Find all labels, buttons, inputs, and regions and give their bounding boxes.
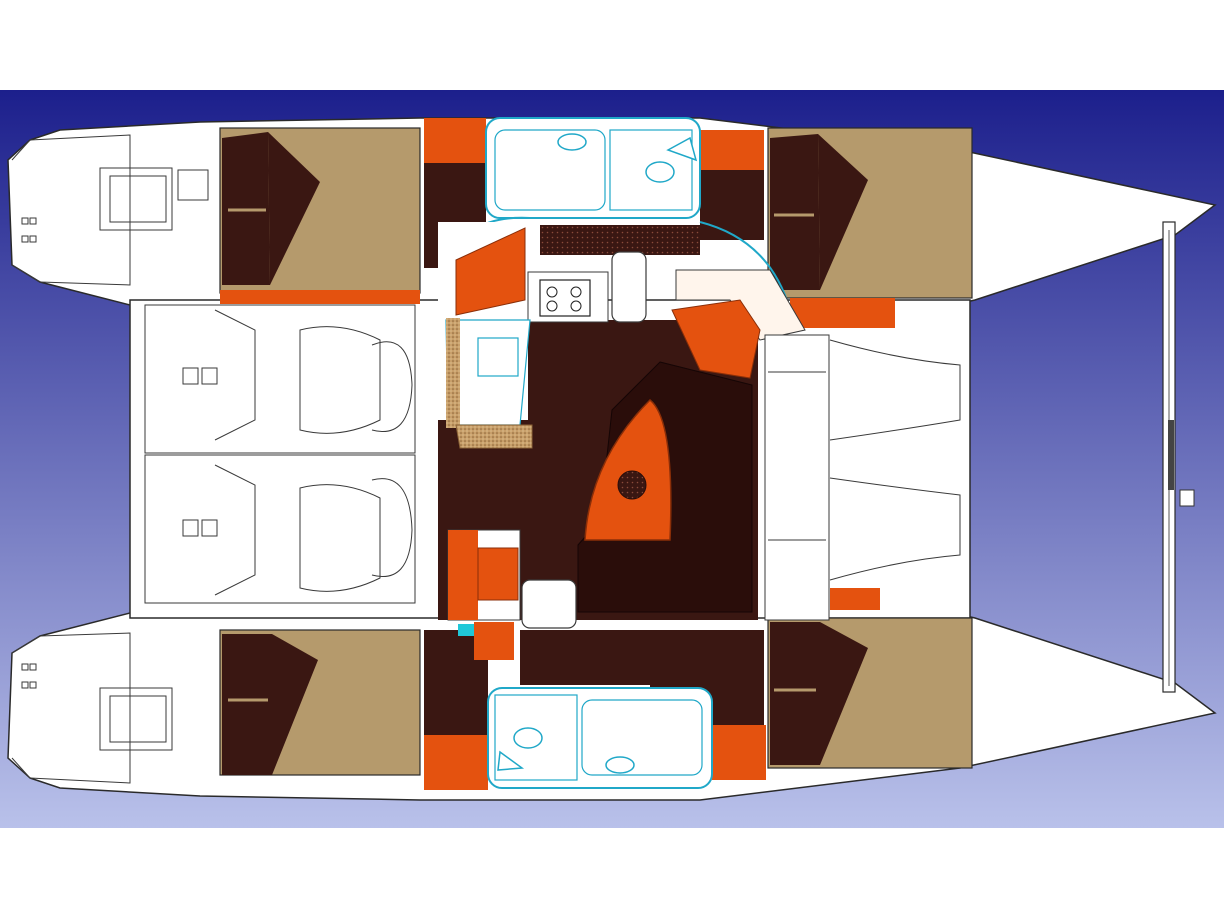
head-port bbox=[424, 117, 791, 311]
stove-icon bbox=[539, 279, 591, 317]
cabin-berth-port-aft bbox=[219, 127, 421, 304]
sink-icon bbox=[605, 756, 635, 774]
cabin-berth-starboard-aft bbox=[219, 629, 421, 776]
cabin-berth-starboard-fwd bbox=[767, 588, 973, 769]
companionway bbox=[521, 251, 806, 629]
aft-steps bbox=[11, 134, 173, 784]
nav-station bbox=[447, 529, 521, 660]
head-starboard bbox=[424, 630, 766, 790]
toilet-icon bbox=[645, 136, 698, 183]
hatch-icon bbox=[177, 169, 209, 201]
cockpit bbox=[144, 304, 416, 604]
foredeck bbox=[764, 334, 961, 621]
galley bbox=[438, 222, 609, 449]
trampoline bbox=[1162, 221, 1195, 693]
sink-icon bbox=[557, 133, 587, 151]
toilet-icon bbox=[497, 727, 543, 771]
cabin-berth-port-fwd bbox=[767, 127, 973, 328]
